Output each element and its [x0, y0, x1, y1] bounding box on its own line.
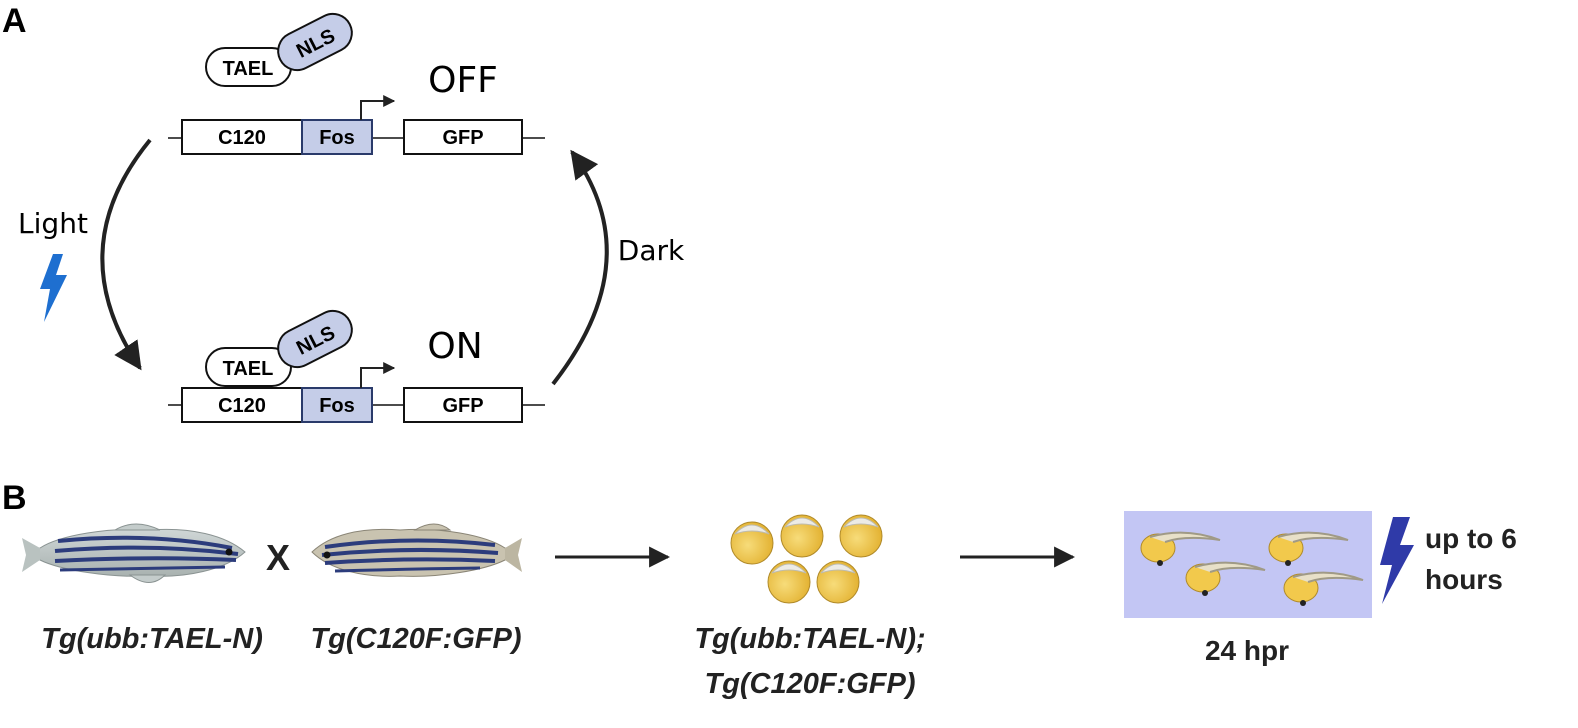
- light-arrow: [100, 138, 152, 371]
- duration-line2: hours: [1425, 564, 1503, 595]
- panel-b-label: B: [2, 479, 27, 517]
- gfp-box-on: [403, 387, 523, 423]
- fos-box-on: [301, 387, 373, 423]
- on-construct: TAEL NLS ON C120 Fos GFP: [168, 309, 545, 423]
- off-state-label: OFF: [428, 60, 498, 101]
- gfp-label-on: GFP: [442, 395, 483, 417]
- nls-blob-off: NLS: [277, 12, 353, 72]
- duration-line1: up to 6: [1425, 523, 1517, 554]
- fos-label-off: Fos: [319, 127, 355, 149]
- embryo-eggs-icon: [730, 514, 883, 604]
- lightning-icon: [40, 254, 67, 322]
- panel-a-label: A: [2, 2, 27, 40]
- nls-blob-on: NLS: [277, 309, 353, 369]
- zebrafish-icon: [22, 523, 246, 583]
- offspring-genotype-line2: Tg(C120F:GFP): [704, 668, 915, 700]
- c120-label-on: C120: [218, 395, 266, 417]
- fos-box-off: [301, 119, 373, 155]
- fos-label-on: Fos: [319, 395, 355, 417]
- dark-arrow: [551, 149, 609, 386]
- offspring-genotype-line1: Tg(ubb:TAEL-N);: [694, 623, 925, 655]
- gfp-label-off: GFP: [442, 127, 483, 149]
- off-construct: TAEL NLS OFF C120 Fos GFP: [168, 12, 545, 155]
- promoter-arrow-off: [360, 95, 396, 120]
- tael-label-on: TAEL: [223, 358, 274, 380]
- larvae-icon: [1140, 531, 1364, 606]
- lightning-icon: [1380, 517, 1414, 604]
- promoter-arrow-on: [360, 362, 396, 388]
- parent1-genotype: Tg(ubb:TAEL-N): [41, 623, 263, 655]
- c120-box-on: [181, 387, 303, 423]
- parent2-genotype: Tg(C120F:GFP): [310, 623, 521, 655]
- cross-symbol: X: [266, 537, 290, 578]
- zebrafish-icon: [311, 523, 522, 577]
- on-state-label: ON: [427, 326, 482, 367]
- c120-label-off: C120: [218, 127, 266, 149]
- light-label: Light: [18, 207, 88, 240]
- gfp-box-off: [403, 119, 523, 155]
- dark-label: Dark: [618, 234, 685, 267]
- tael-label-off: TAEL: [223, 58, 274, 80]
- stage-label: 24 hpr: [1205, 635, 1289, 666]
